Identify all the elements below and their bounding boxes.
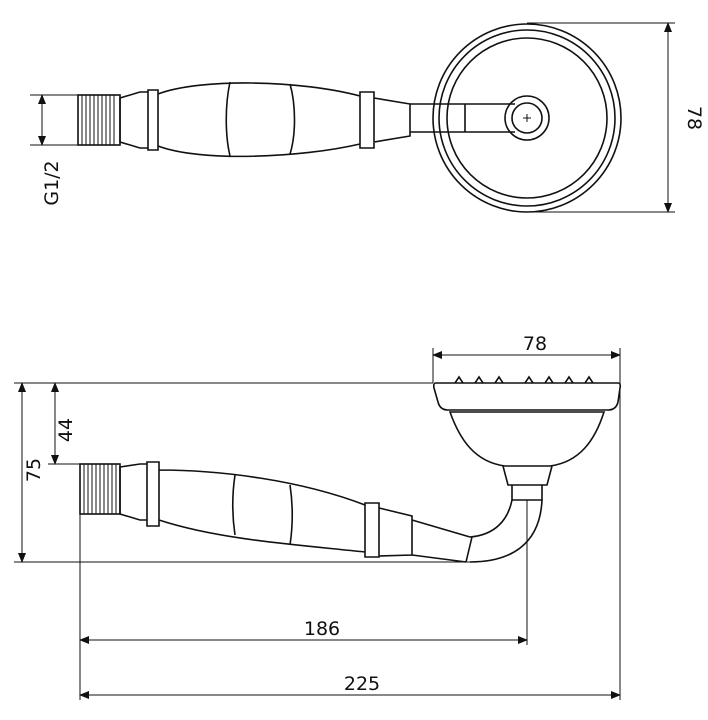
side-view: 78 75 44 186 225 (14, 333, 622, 700)
thread (77, 94, 121, 146)
arm (410, 103, 515, 133)
dim-head-diameter: 78 (683, 106, 705, 130)
dim-head-height: 44 (55, 418, 77, 442)
thread-side (79, 463, 121, 515)
dim-head-width: 78 (523, 333, 547, 355)
shower-head-top (432, 23, 622, 213)
dim-total-height: 75 (23, 458, 45, 482)
dim-total-length: 225 (344, 673, 380, 695)
top-view: 78 G1/2 (30, 22, 705, 213)
dim-thread: G1/2 (41, 160, 63, 205)
dim-handle-to-center: 186 (304, 618, 340, 640)
arm-bend (465, 499, 543, 563)
handle-side (119, 461, 471, 563)
handle (119, 81, 411, 158)
shower-head-side (432, 375, 622, 501)
